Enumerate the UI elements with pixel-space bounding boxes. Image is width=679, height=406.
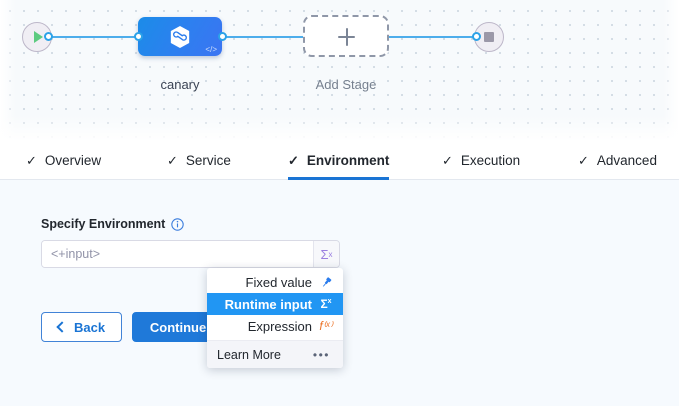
check-icon: ✓ <box>167 152 178 168</box>
canvas-fade-bottom <box>0 115 679 141</box>
edge-add-stage-to-end <box>388 36 480 38</box>
learn-more-footer[interactable]: Learn More ••• <box>207 340 343 368</box>
sigma-glyph: Σ <box>320 297 328 311</box>
more-options-icon[interactable]: ••• <box>312 347 330 362</box>
specify-environment-label-row: Specify Environment <box>41 217 185 231</box>
stage-label-canary: canary <box>160 77 200 92</box>
edge-canary-to-add-stage <box>222 36 310 38</box>
tab-label: Advanced <box>596 152 657 168</box>
tab-service[interactable]: ✓ Service <box>167 141 231 179</box>
connector-dot-start[interactable] <box>44 32 53 41</box>
code-badge-icon: </> <box>205 45 217 54</box>
harness-hexagon-icon <box>170 26 190 48</box>
add-stage-node[interactable] <box>303 15 389 57</box>
check-icon: ✓ <box>442 152 453 168</box>
tab-bar: ✓ Overview ✓ Service ✓ Environment ✓ Exe… <box>0 141 679 180</box>
stage-node-canary[interactable]: </> <box>138 17 222 56</box>
connector-dot-end[interactable] <box>472 32 481 41</box>
tab-label: Overview <box>44 152 102 168</box>
stop-icon <box>484 32 494 42</box>
canvas-fade-left <box>0 0 16 141</box>
tab-label: Execution <box>460 152 521 168</box>
fx-icon: f⁽ˣ⁾ <box>319 319 333 333</box>
add-stage-label: Add Stage <box>315 77 377 92</box>
tab-overview[interactable]: ✓ Overview <box>26 141 101 179</box>
info-icon[interactable] <box>171 217 185 231</box>
canvas-fade-right <box>663 0 679 141</box>
input-type-dropdown-menu[interactable]: Fixed value Runtime input Σx Expression <box>207 268 343 368</box>
pipeline-canvas[interactable]: </> canary Add Stage <box>0 0 679 141</box>
pin-icon <box>319 275 333 289</box>
tab-environment[interactable]: ✓ Environment <box>288 141 390 180</box>
menu-item-label: Expression <box>247 318 312 334</box>
menu-item-expression[interactable]: Expression f⁽ˣ⁾ <box>207 315 343 337</box>
form-button-row: Back Continue <box>41 312 225 342</box>
menu-item-fixed-value[interactable]: Fixed value <box>207 271 343 293</box>
menu-item-label: Fixed value <box>245 274 312 290</box>
page-title: Specify Environment <box>41 217 166 231</box>
menu-item-label: Runtime input <box>224 296 312 312</box>
sigma-icon: Σx <box>319 297 333 311</box>
edge-start-to-canary <box>46 36 141 38</box>
sigma-superscript: x <box>328 249 333 259</box>
back-button[interactable]: Back <box>41 312 123 342</box>
learn-more-label: Learn More <box>217 347 281 362</box>
menu-item-runtime-input[interactable]: Runtime input Σx <box>207 293 343 315</box>
play-icon <box>33 31 43 43</box>
tab-label: Service <box>185 152 231 168</box>
specify-environment-input[interactable] <box>42 241 313 267</box>
tab-advanced[interactable]: ✓ Advanced <box>578 141 657 179</box>
back-button-label: Back <box>74 319 106 335</box>
specify-environment-input-wrap[interactable]: Σx <box>41 240 340 268</box>
sigma-superscript: x <box>327 298 332 305</box>
connector-dot-canary-in[interactable] <box>134 32 143 41</box>
sigma-glyph: Σ <box>320 246 329 262</box>
connector-dot-canary-out[interactable] <box>218 32 227 41</box>
check-icon: ✓ <box>26 152 37 168</box>
chevron-left-icon <box>56 321 68 333</box>
check-icon: ✓ <box>578 152 589 168</box>
fx-glyph: f⁽ˣ⁾ <box>319 319 333 333</box>
check-icon: ✓ <box>288 152 299 168</box>
plus-icon-vertical <box>346 28 348 46</box>
tab-label: Environment <box>306 152 390 168</box>
continue-button-label: Continue <box>149 319 207 335</box>
tab-execution[interactable]: ✓ Execution <box>442 141 520 179</box>
